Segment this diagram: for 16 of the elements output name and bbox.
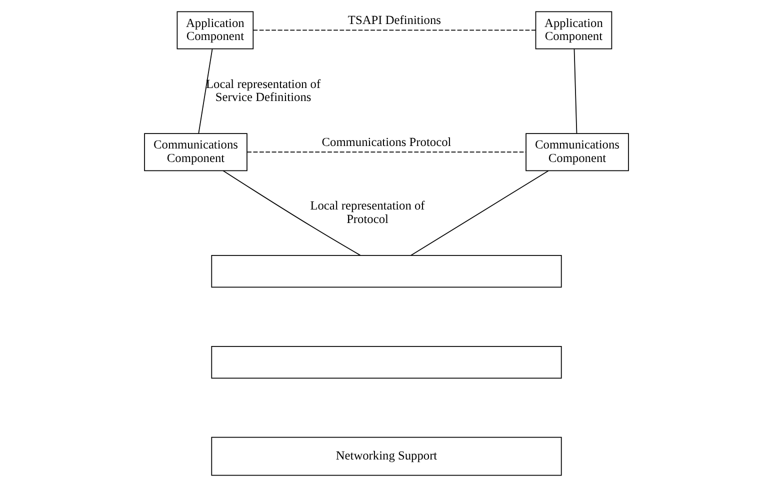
node-box: Application Component: [176, 11, 254, 50]
node-box: [210, 254, 562, 288]
node-box: Communications Component: [525, 133, 628, 172]
edge-label: TSAPI Definitions: [347, 13, 440, 28]
connector: [222, 170, 360, 256]
connector: [246, 152, 526, 153]
node-box: Networking Support: [210, 436, 562, 476]
connector: [198, 48, 212, 134]
connector: [410, 170, 548, 256]
edge-label: Local representation of Protocol: [310, 198, 424, 226]
node-box: Application Component: [534, 11, 612, 50]
edge-label: Communications Protocol: [321, 135, 451, 150]
connector: [252, 30, 536, 31]
connector: [573, 48, 577, 134]
node-box: [210, 346, 562, 379]
node-box: Communications Component: [144, 133, 247, 172]
